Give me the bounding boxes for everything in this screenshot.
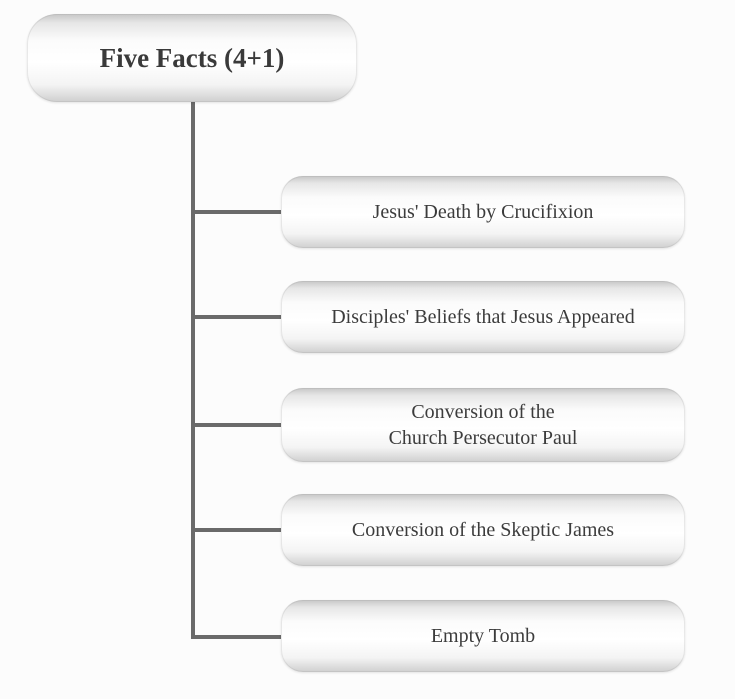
- root-node-label: Five Facts (4+1): [99, 42, 285, 73]
- fact-node: Empty Tomb: [281, 600, 685, 672]
- fact-node-label: Jesus' Death by Crucifixion: [372, 201, 594, 223]
- trunk-line: [191, 102, 195, 639]
- fact-node-label: Conversion of the Church Persecutor Paul: [388, 401, 578, 449]
- branch-line: [191, 528, 281, 532]
- branch-line: [191, 423, 281, 427]
- fact-node-label: Empty Tomb: [430, 625, 536, 647]
- fact-node-label: Conversion of the Skeptic James: [351, 519, 615, 541]
- branch-line: [191, 315, 281, 319]
- fact-node: Conversion of the Church Persecutor Paul: [281, 388, 685, 462]
- root-node: Five Facts (4+1): [27, 14, 357, 102]
- branch-line: [191, 210, 281, 214]
- fact-node-label: Disciples' Beliefs that Jesus Appeared: [331, 306, 635, 328]
- fact-node: Conversion of the Skeptic James: [281, 494, 685, 566]
- fact-node: Disciples' Beliefs that Jesus Appeared: [281, 281, 685, 353]
- branch-line: [191, 635, 281, 639]
- fact-node: Jesus' Death by Crucifixion: [281, 176, 685, 248]
